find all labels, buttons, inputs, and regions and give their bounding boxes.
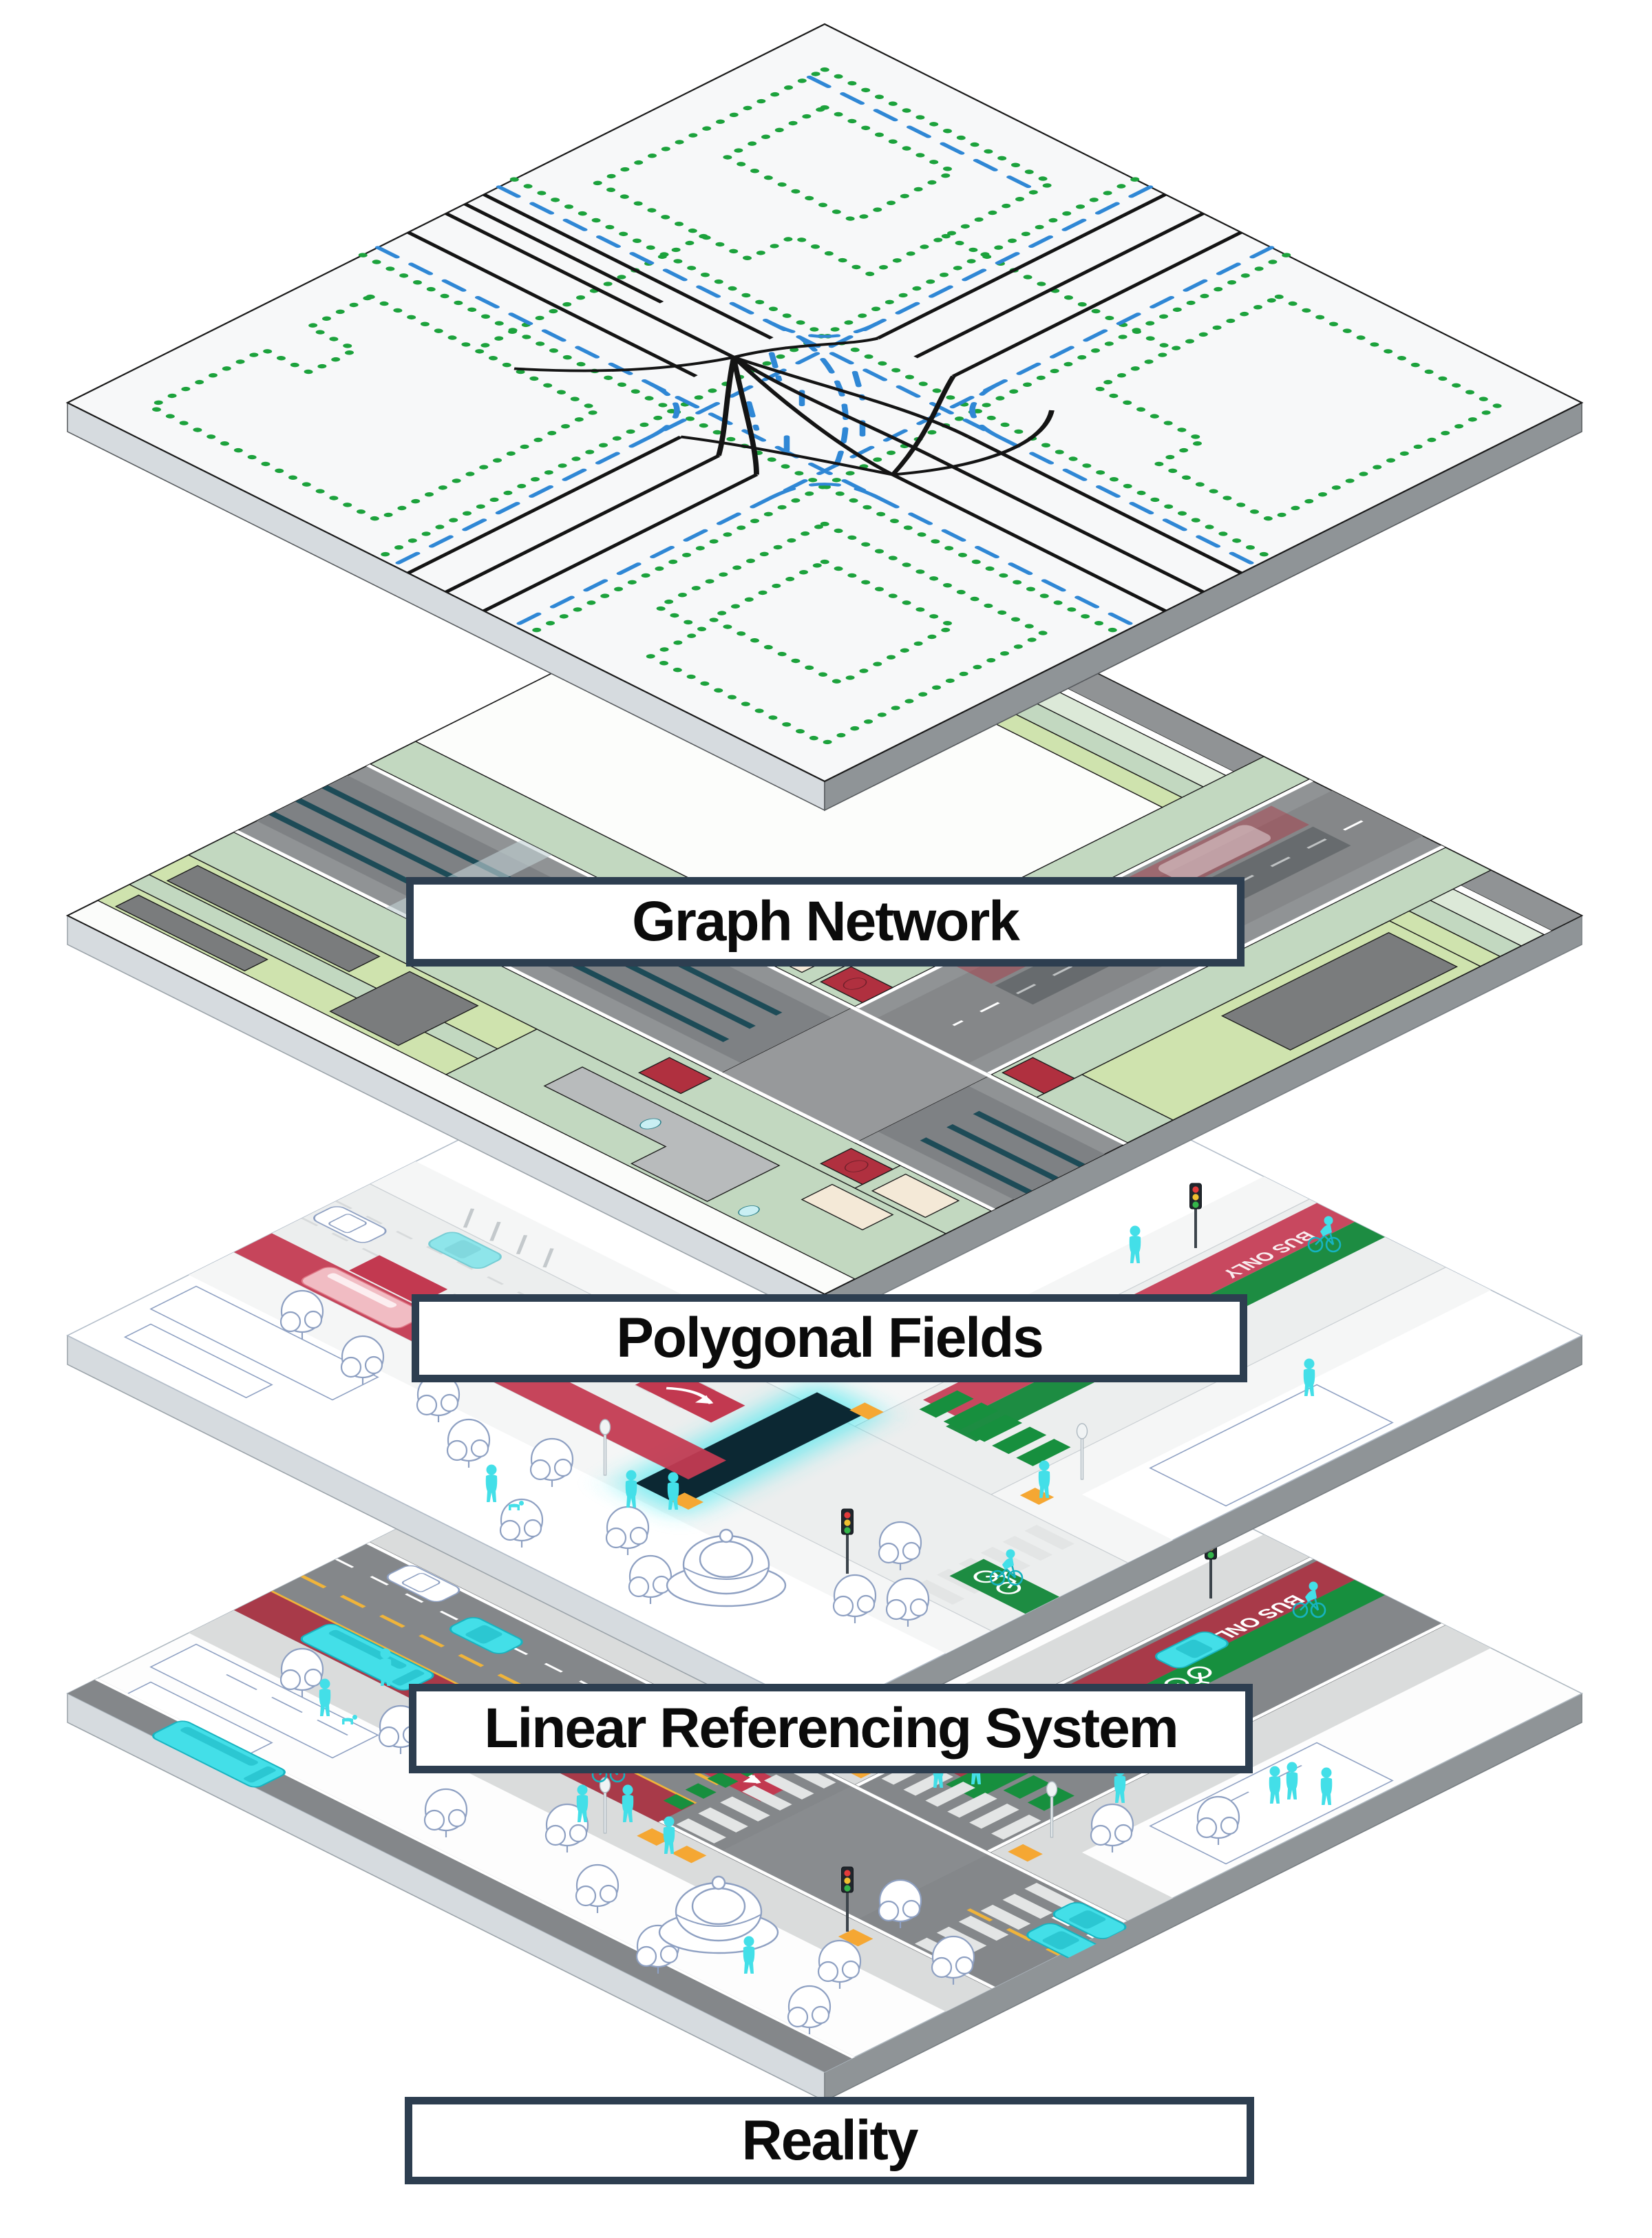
- layer-graph-network: [65, 23, 1584, 812]
- bike-graph-lines: [374, 75, 1275, 628]
- plate-top-face: [65, 23, 1584, 783]
- graph-map: [65, 23, 1584, 783]
- lane-segment-red: [349, 1255, 448, 1305]
- node-point: [843, 978, 867, 990]
- ghost-bus: [1158, 825, 1271, 882]
- label-graph-network: Graph Network: [406, 877, 1245, 967]
- yellow-center-line: [300, 1575, 1061, 1956]
- east-block: [1081, 920, 1482, 1121]
- node-point: [844, 1160, 869, 1172]
- plaza: [543, 1066, 781, 1203]
- point-feature: [639, 1118, 661, 1130]
- label-reality: Reality: [405, 2097, 1254, 2184]
- crossing-markers: [637, 933, 1076, 1218]
- intersection: [719, 1784, 991, 1921]
- label-text: Linear Referencing System: [484, 1697, 1178, 1760]
- label-linear-referencing-system: Linear Referencing System: [409, 1684, 1253, 1773]
- intersection: [719, 1006, 991, 1143]
- label-polygonal-fields: Polygonal Fields: [412, 1294, 1247, 1382]
- angled-parking-marks: [463, 1208, 554, 1268]
- cream-field: [801, 1183, 894, 1231]
- sidewalk-graph-lines: [145, 66, 1505, 747]
- label-text: Graph Network: [632, 890, 1020, 953]
- west-block: [96, 854, 538, 1075]
- point-feature: [738, 1205, 760, 1216]
- label-text: Reality: [741, 2109, 919, 2172]
- bike-crossing-bars: [919, 1390, 1071, 1466]
- road-graph-lines: [406, 193, 1243, 612]
- label-text: Polygonal Fields: [616, 1307, 1044, 1369]
